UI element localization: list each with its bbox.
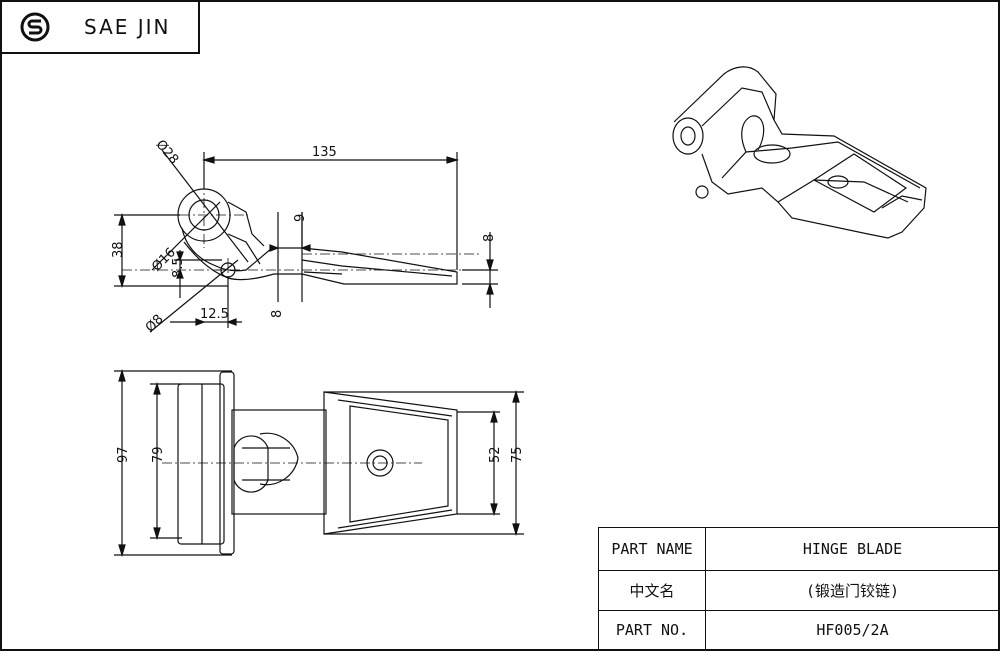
dim-pin-offset-vertical: 8.5 xyxy=(171,257,186,278)
dim-overall-length: 135 xyxy=(312,145,337,160)
flange xyxy=(231,409,327,515)
part-name-value: HINGE BLADE xyxy=(802,540,903,558)
dim-overall-width: 97 xyxy=(116,446,131,463)
row-part-name: PART NAME HINGE BLADE xyxy=(599,528,999,571)
isometric-view xyxy=(672,66,927,239)
dim-blade-thickness-left: 8 xyxy=(270,310,285,318)
dim-step: 9 xyxy=(293,214,308,222)
part-no-label: PART NO. xyxy=(599,610,706,650)
dim-plate-inner: 52 xyxy=(488,446,503,463)
knuckle xyxy=(177,383,225,545)
dimension-labels: 135 Ø28 Ø16 Ø8 38 8.5 12.5 8 9 8 97 79 5… xyxy=(111,137,525,463)
dim-knuckle-width: 79 xyxy=(151,446,166,463)
dim-blade-thickness-right: 8 xyxy=(482,234,497,242)
dim-pin-diameter: Ø8 xyxy=(143,312,167,336)
part-name-label: PART NAME xyxy=(599,528,706,570)
brand-name: SAE JIN xyxy=(84,15,171,39)
chinese-name-value: (锻造门铰链) xyxy=(805,581,900,600)
dim-pin-offset-horizontal: 12.5 xyxy=(200,307,229,322)
dim-plate-outer: 75 xyxy=(510,446,525,463)
row-chinese-name: 中文名 (锻造门铰链) xyxy=(599,570,999,611)
chinese-name-label: 中文名 xyxy=(599,570,706,610)
top-view xyxy=(114,368,524,558)
dim-eye-diameter: Ø28 xyxy=(153,137,182,167)
sj-logo-icon xyxy=(20,12,50,42)
part-no-value: HF005/2A xyxy=(816,621,889,639)
dim-height: 38 xyxy=(111,241,126,258)
title-block: PART NAME HINGE BLADE 中文名 (锻造门铰链) PART N… xyxy=(598,527,1000,651)
brand-box: SAE JIN xyxy=(2,2,200,54)
side-body-outline xyxy=(181,227,458,285)
side-view xyxy=(114,149,498,333)
row-part-no: PART NO. HF005/2A xyxy=(599,610,999,650)
